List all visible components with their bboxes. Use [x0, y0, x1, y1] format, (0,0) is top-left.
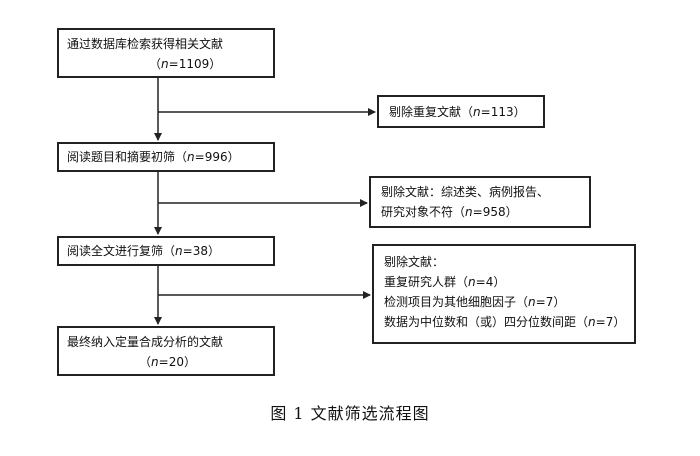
flow-box-included-label: 最终纳入定量合成分析的文献 [67, 335, 224, 349]
exclusion-item-2: 检测项目为其他细胞因子（n=7） [384, 295, 566, 309]
flow-box-retrieved-count: （n=1109） [149, 57, 222, 71]
exclusion-duplicates-label: 剔除重复文献（n=113） [389, 105, 526, 119]
flow-box-included: 最终纳入定量合成分析的文献 （n=20） [57, 326, 275, 376]
flow-box-title-abstract-label: 阅读题目和摘要初筛（n=996） [67, 150, 240, 164]
flow-box-fulltext: 阅读全文进行复筛（n=38） [57, 236, 275, 266]
exclusion-first-screen-line2: 研究对象不符（n=958） [381, 205, 518, 219]
exclusion-full-text-label: 剔除文献： [384, 255, 445, 269]
exclusion-first-screen-label: 剔除文献：综述类、病例报告、 [381, 185, 550, 199]
exclusion-item-3: 数据为中位数和（或）四分位数间距（n=7） [384, 315, 626, 329]
flow-box-retrieved: 通过数据库检索获得相关文献 （n=1109） [57, 28, 275, 78]
exclusion-box-first-screen: 剔除文献：综述类、病例报告、 研究对象不符（n=958） [369, 176, 591, 228]
flow-box-retrieved-label: 通过数据库检索获得相关文献 [67, 37, 224, 51]
flow-box-title-abstract: 阅读题目和摘要初筛（n=996） [57, 142, 275, 172]
exclusion-item-1: 重复研究人群（n=4） [384, 275, 506, 289]
figure-caption: 图 1 文献筛选流程图 [270, 404, 430, 423]
flow-box-fulltext-label: 阅读全文进行复筛（n=38） [67, 244, 220, 258]
exclusion-box-full-text: 剔除文献： 重复研究人群（n=4） 检测项目为其他细胞因子（n=7） 数据为中位… [372, 244, 636, 344]
exclusion-box-duplicates: 剔除重复文献（n=113） [377, 95, 545, 128]
flow-box-included-count: （n=20） [139, 355, 196, 369]
